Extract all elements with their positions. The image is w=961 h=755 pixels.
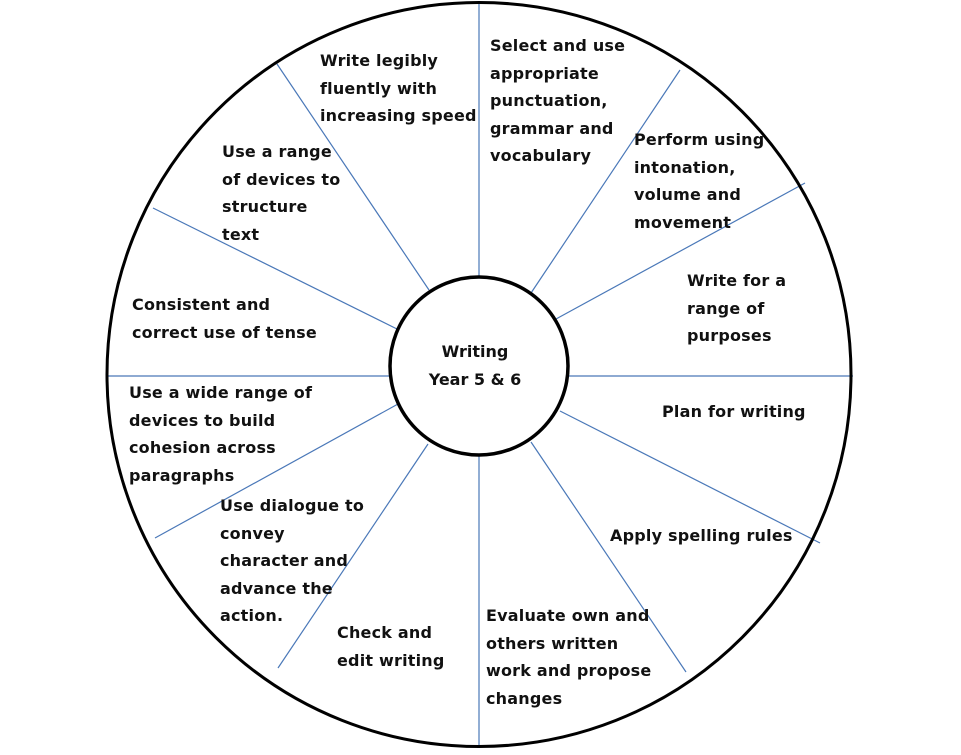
center-hub <box>388 275 570 457</box>
center-title-line-1: Writing <box>441 342 509 361</box>
segment-label-line: Use a wide range of <box>129 383 313 402</box>
segment-label-line: paragraphs <box>129 465 235 485</box>
segment-label-line: volume and <box>634 185 742 204</box>
segment-label-evaluate: Evaluate own and others written work and p… <box>486 602 651 712</box>
segment-divider-2 <box>530 69 681 294</box>
segment-label-line: correct use of tense <box>132 322 317 342</box>
segment-label-line: intonation, <box>634 157 736 177</box>
segment-label-line: Use a range <box>222 142 332 161</box>
center-title: Writing Year 5 & 6 <box>400 338 550 394</box>
segment-label-line: advance the <box>220 578 333 598</box>
segment-label-line: character and <box>220 551 349 570</box>
segment-label-line: of devices to <box>222 169 341 189</box>
segment-divider-11 <box>152 207 398 330</box>
segment-label-line: movement <box>634 212 732 232</box>
segment-label-line: Consistent and <box>132 295 271 314</box>
segment-label-line: Apply spelling rules <box>610 526 793 545</box>
segment-label-line: Write for a <box>687 271 787 290</box>
segment-label-line: structure <box>222 197 308 216</box>
segment-label-line: convey <box>220 523 285 543</box>
segment-label-line: Select and use <box>490 36 626 55</box>
segment-label-line: appropriate <box>490 63 599 83</box>
segment-divider-3 <box>555 182 806 320</box>
segment-label-line: Perform using <box>634 130 765 149</box>
segment-label-line: Check and <box>337 623 433 642</box>
segment-label-line: vocabulary <box>490 146 592 165</box>
segment-divider-12 <box>276 63 430 291</box>
segment-divider-8 <box>277 443 429 669</box>
segment-label-line: Write legibly <box>320 51 439 70</box>
segment-divider-5 <box>559 410 821 544</box>
segment-label-line: others written <box>486 633 619 653</box>
segment-label-spelling-rules: Apply spelling rules <box>610 522 793 550</box>
segment-label-line: changes <box>486 688 563 708</box>
segment-label-check-edit: Check and edit writing <box>337 619 445 674</box>
segment-label-cohesion: Use a wide range of devices to build cohes… <box>129 379 312 489</box>
segment-label-line: text <box>222 224 260 244</box>
segment-label-line: Evaluate own and <box>486 606 650 625</box>
segment-label-line: edit writing <box>337 650 445 670</box>
segment-label-line: work and propose <box>486 661 652 680</box>
segment-label-line: Use dialogue to <box>220 496 365 515</box>
segment-label-tense: Consistent and correct use of tense <box>132 291 317 346</box>
segment-label-line: punctuation, <box>490 91 608 110</box>
segment-dividers <box>106 4 853 747</box>
segment-divider-9 <box>154 403 399 539</box>
segment-label-line: Plan for writing <box>662 402 806 421</box>
center-title-line-2: Year 5 & 6 <box>428 370 522 389</box>
segment-label-write-legibly: Write legibly fluently with increasing spe… <box>320 47 477 130</box>
segment-label-line: fluently with <box>320 78 438 98</box>
segment-label-plan-for-writing: Plan for writing <box>662 398 806 426</box>
segment-label-line: cohesion across <box>129 438 276 457</box>
segment-label-line: devices to build <box>129 410 276 430</box>
segment-label-punctuation-grammar: Select and use appropriate punctuation, gra… <box>490 32 625 170</box>
segment-label-perform: Perform using intonation, volume and moveme… <box>634 126 764 236</box>
segment-divider-6 <box>530 441 687 673</box>
segment-label-line: purposes <box>687 326 772 345</box>
segment-label-line: increasing speed <box>320 106 477 125</box>
segment-label-line: grammar and <box>490 118 614 138</box>
segment-label-line: action. <box>220 606 284 625</box>
outer-ring <box>105 1 853 748</box>
segment-label-structure-text: Use a range of devices to structure text <box>222 138 340 248</box>
segment-label-line: range of <box>687 298 765 318</box>
segment-label-dialogue: Use dialogue to convey character and advanc… <box>220 492 364 630</box>
segment-label-range-of-purposes: Write for a range of purposes <box>687 267 786 350</box>
